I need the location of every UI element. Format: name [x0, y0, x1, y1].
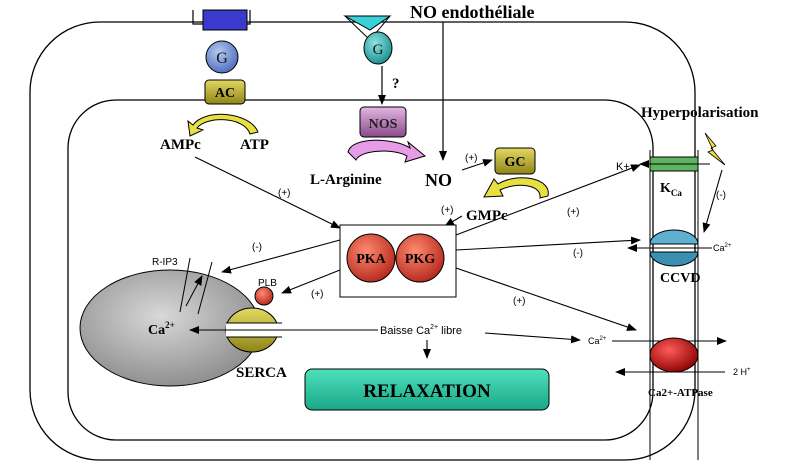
g-protein-2: [363, 31, 393, 65]
ca-store-charge: 2+: [165, 320, 175, 330]
gc-conversion-arrow: [483, 177, 549, 199]
rip3-channel-line-1: [179, 257, 191, 313]
baisse-charge: 2+: [430, 324, 438, 331]
no-endothelial-label: NO endothéliale: [410, 2, 535, 22]
hyperpolarisation-label: Hyperpolarisation: [641, 105, 759, 121]
ccvd-top: [649, 229, 699, 245]
pka-circle: [346, 233, 396, 283]
two-h-charge: +: [747, 367, 751, 373]
relaxation-box: [304, 368, 550, 411]
kinase-to-ccvd-arrow: [455, 236, 641, 251]
gc-box: [494, 147, 536, 175]
pkg-circle: [395, 233, 445, 283]
plb-circle: [254, 286, 274, 306]
ac-label: AC: [215, 86, 235, 101]
plus-atpase: (+): [513, 296, 526, 307]
ca-atpase-pump: [649, 337, 699, 373]
two-h-text: 2 H: [733, 367, 747, 377]
minus-hyperpol: (-): [716, 190, 726, 201]
baisse-text: Baisse Ca: [380, 325, 431, 337]
ca-out-text: Ca: [713, 243, 725, 253]
ca-right-label: Ca2+: [588, 336, 607, 346]
kca-sub: Ca: [671, 188, 682, 198]
kinase-to-atpase-arrow: [455, 267, 637, 331]
baisse-end-text: libre: [438, 325, 462, 337]
ca-out-label: Ca2+: [713, 243, 732, 253]
pkg-label: PKG: [405, 252, 435, 267]
r-ip3-label: R-IP3: [152, 257, 178, 268]
kinase-to-plb-arrow: [281, 269, 341, 294]
k-plus-label: K+: [616, 161, 630, 173]
pka-label: PKA: [356, 252, 386, 267]
baisse-to-ca-arrow: [484, 332, 581, 344]
relaxation-label: RELAXATION: [363, 381, 491, 402]
no-label: NO: [425, 170, 452, 190]
serca-label: SERCA: [236, 365, 287, 381]
ca-atpase-label: Ca2+-ATPase: [648, 387, 713, 399]
plus-plb: (+): [311, 289, 324, 300]
rip3-channel-line-2: [197, 261, 213, 315]
ampc-to-pka-arrow: [194, 156, 341, 229]
receptor-2-triangle: [343, 15, 392, 31]
question-mark: ?: [392, 76, 400, 92]
gmpc-label: GMPc: [466, 208, 508, 224]
ca-store-label: Ca2+: [148, 320, 175, 338]
no-to-gc-arrow: [461, 159, 493, 171]
kca-label: KCa: [660, 181, 682, 198]
gc-label: GC: [505, 155, 526, 170]
plus-ampc-pka: (+): [278, 188, 291, 199]
plus-no-gc: (+): [465, 153, 478, 164]
minus-rip3: (-): [252, 242, 262, 253]
gmpc-to-pkg-arrow: [444, 215, 463, 227]
ca-right-text: Ca: [588, 336, 600, 346]
plb-label: PLB: [258, 278, 277, 289]
kca-main: K: [660, 181, 671, 196]
ccvd-label: CCVD: [660, 271, 700, 286]
nos-label: NOS: [369, 117, 398, 132]
l-arginine-label: L-Arginine: [310, 172, 382, 188]
ca-store-text: Ca: [148, 323, 165, 338]
ac-conversion-arrow: [187, 113, 259, 137]
ampc-label: AMPc: [160, 137, 201, 153]
two-h-label: 2 H+: [733, 367, 751, 377]
baisse-label: Baisse Ca2+ libre: [380, 324, 462, 337]
rip3-release-arrow: [185, 275, 203, 307]
inner-membrane: [67, 99, 654, 441]
atp-label: ATP: [240, 137, 269, 153]
kinase-to-rip3-arrow: [221, 239, 341, 274]
ca-right-charge: 2+: [600, 336, 607, 342]
g-protein-1: [205, 40, 239, 74]
ccvd-bottom: [649, 251, 699, 267]
ac-box: [204, 79, 246, 105]
receptor-block: [202, 9, 248, 31]
lightning-bolt-icon: [704, 132, 726, 166]
plus-gmpc: (+): [441, 205, 454, 216]
kinase-to-kca-arrow: [455, 164, 641, 236]
g-protein-1-label: G: [216, 50, 228, 67]
nos-box: [359, 106, 407, 138]
hyperpol-to-ccvd-arrow: [702, 169, 723, 233]
minus-ccvd: (-): [573, 248, 583, 259]
plus-kca: (+): [567, 207, 580, 218]
g-protein-2-label: G: [373, 42, 384, 58]
nos-conversion-arrow: [347, 139, 427, 163]
ca-out-charge: 2+: [725, 243, 732, 249]
